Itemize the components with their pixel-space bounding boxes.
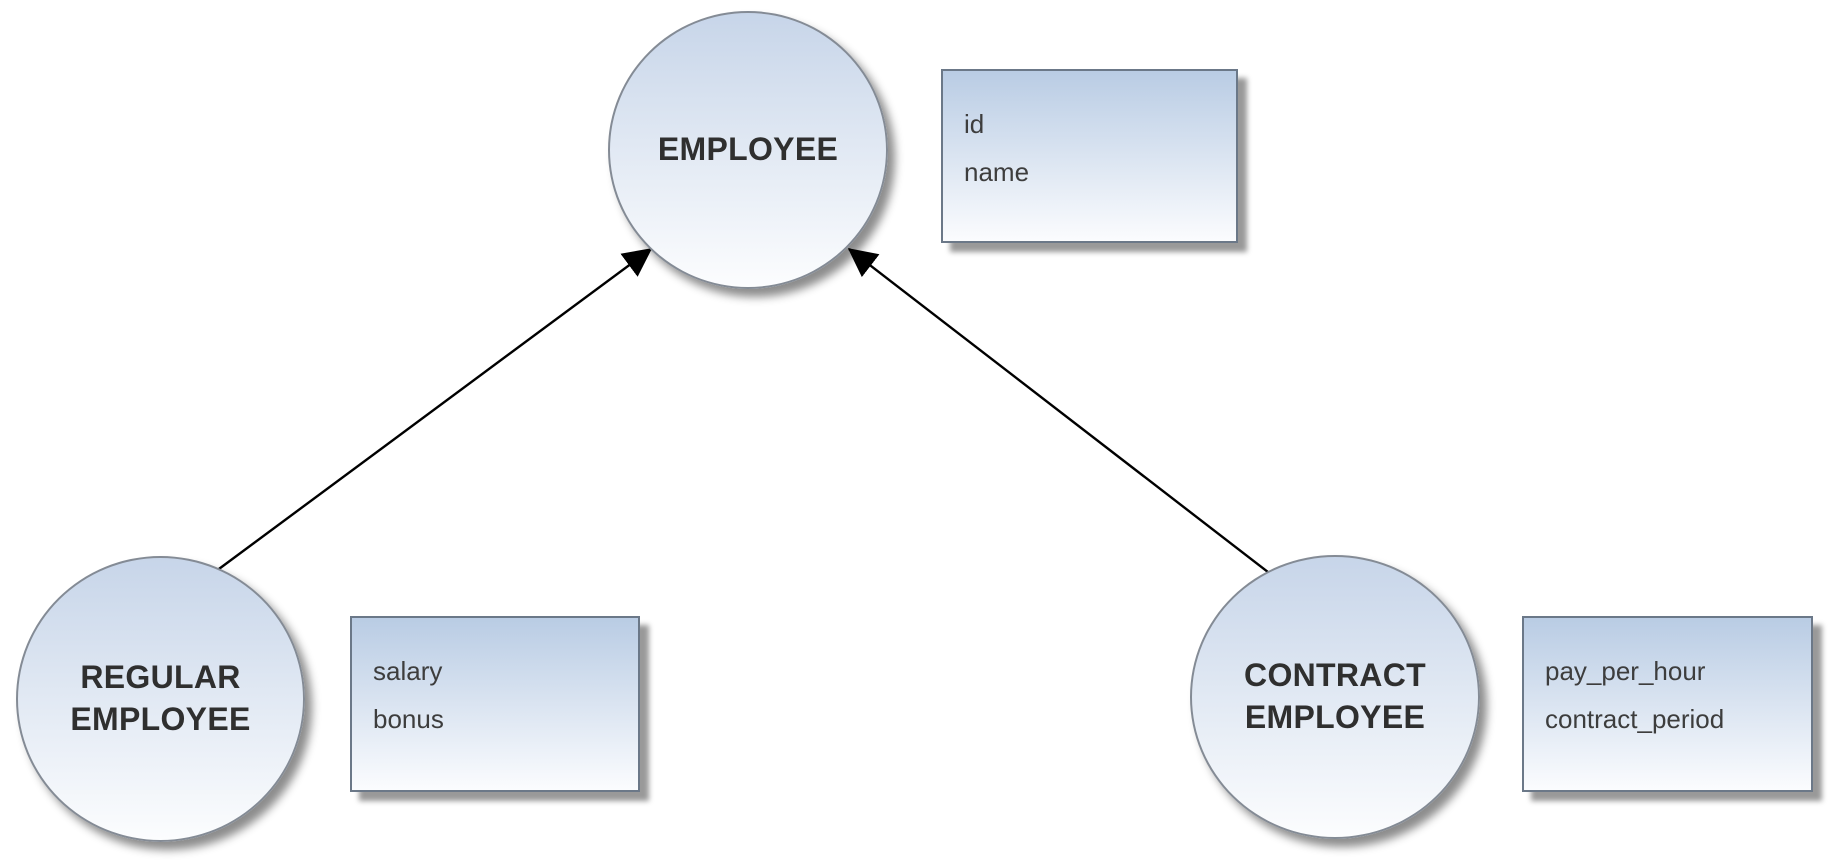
attribute-name: name [964,157,1030,187]
attribute-bonus: bonus [373,704,444,734]
attribute-id: id [964,109,985,139]
arrow-regular-to-employee[interactable] [199,248,653,584]
node-employee[interactable]: EMPLOYEE [608,11,888,289]
attribute-pay-per-hour: pay_per_hour [1545,656,1706,686]
node-contract-employee-label: CONTRACT EMPLOYEE [1244,657,1426,735]
attrbox-contract-employee[interactable]: pay_per_hour contract_period [1522,616,1813,792]
node-regular-employee[interactable]: REGULAR EMPLOYEE [16,556,305,842]
node-regular-employee-label: REGULAR EMPLOYEE [70,659,251,737]
arrow-contract-to-employee[interactable] [847,248,1291,590]
attrbox-regular-employee[interactable]: salary bonus [350,616,640,792]
attribute-salary: salary [373,656,443,686]
node-contract-employee[interactable]: CONTRACT EMPLOYEE [1190,555,1480,839]
node-employee-label: EMPLOYEE [657,131,839,168]
attribute-contract-period: contract_period [1545,704,1725,734]
attrbox-employee[interactable]: id name [941,69,1238,243]
